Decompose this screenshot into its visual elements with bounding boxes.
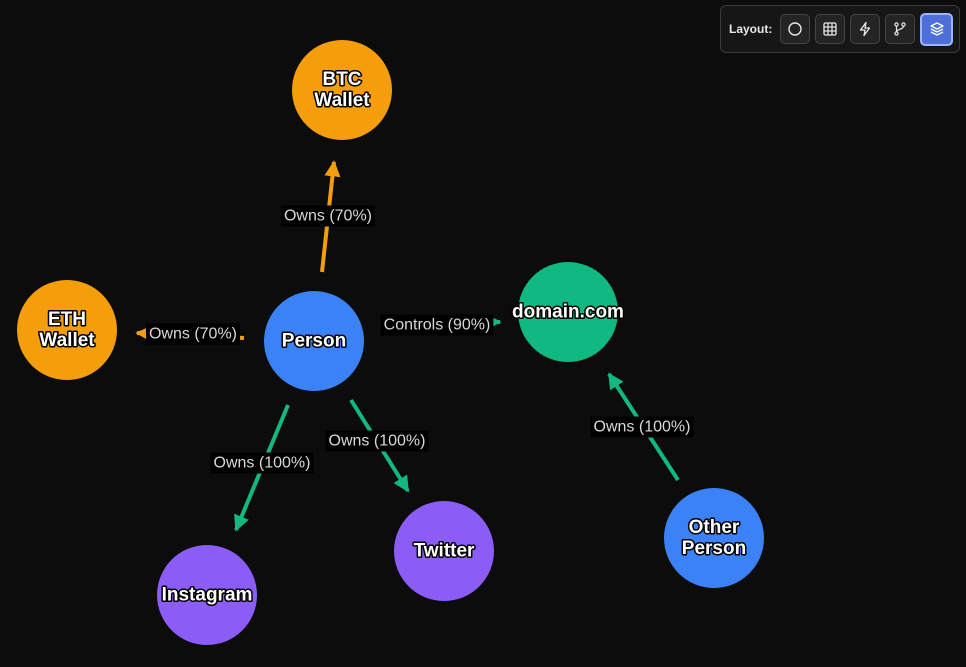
node-circle bbox=[394, 501, 494, 601]
node-label: ETH bbox=[48, 309, 86, 330]
edge-label-background bbox=[210, 452, 314, 474]
node-circle bbox=[518, 262, 618, 362]
layers-layout-icon bbox=[929, 22, 944, 36]
node-circle bbox=[17, 280, 117, 380]
edge-other-domain[interactable]: Owns (100%) bbox=[590, 372, 694, 482]
edge-label: Owns (100%) bbox=[594, 419, 691, 436]
node-circle bbox=[264, 291, 364, 391]
edge-label: Owns (100%) bbox=[214, 455, 311, 472]
edge-label-background bbox=[325, 430, 429, 452]
node-twitter[interactable]: Twitter bbox=[394, 501, 494, 601]
node-instagram[interactable]: Instagram bbox=[157, 545, 257, 645]
edge-label: Owns (70%) bbox=[284, 208, 372, 225]
circle-layout-button[interactable] bbox=[780, 14, 811, 44]
edges-layer: Owns (70%) Owns (70%) Controls (90%) Owns (… bbox=[135, 160, 694, 532]
node-circle bbox=[664, 488, 764, 588]
node-label: Wallet bbox=[39, 330, 95, 351]
layout-toolbar: Layout: bbox=[720, 5, 960, 53]
edge-label: Owns (100%) bbox=[329, 433, 426, 450]
layers-layout-button[interactable] bbox=[920, 12, 954, 46]
edge-person-instagram[interactable]: Owns (100%) bbox=[210, 404, 314, 532]
edge-person-domain[interactable]: Controls (90%) bbox=[380, 314, 502, 336]
node-label: Twitter bbox=[414, 541, 475, 562]
node-person[interactable]: Person bbox=[264, 291, 364, 391]
node-label: Other bbox=[689, 517, 740, 538]
grid-layout-icon bbox=[823, 22, 837, 36]
tree-layout-button[interactable] bbox=[885, 14, 916, 44]
node-label: Wallet bbox=[314, 90, 370, 111]
edge-person-eth[interactable]: Owns (70%) bbox=[135, 323, 245, 345]
force-layout-icon bbox=[860, 21, 871, 37]
edge-person-twitter[interactable]: Owns (100%) bbox=[325, 398, 429, 493]
node-domain[interactable]: domain.com bbox=[511, 262, 625, 362]
edge-label-background bbox=[145, 323, 241, 345]
force-layout-button[interactable] bbox=[850, 14, 881, 44]
edge-person-btc[interactable]: Owns (70%) bbox=[280, 160, 376, 273]
node-circle bbox=[157, 545, 257, 645]
edge-label-background bbox=[280, 205, 376, 227]
node-label: Person bbox=[682, 538, 746, 559]
layout-label: Layout: bbox=[729, 22, 773, 36]
edge-label: Owns (70%) bbox=[149, 326, 237, 343]
node-label: Person bbox=[282, 331, 346, 352]
node-label: domain.com bbox=[512, 302, 624, 323]
edge-label: Controls (90%) bbox=[384, 317, 491, 334]
node-label: BTC bbox=[322, 69, 361, 90]
grid-layout-button[interactable] bbox=[815, 14, 846, 44]
node-label: Instagram bbox=[162, 585, 253, 606]
edge-label-background bbox=[380, 314, 494, 336]
tree-layout-icon bbox=[894, 22, 906, 36]
edge-label-background bbox=[590, 416, 694, 438]
node-circle bbox=[292, 40, 392, 140]
circle-layout-icon bbox=[788, 22, 803, 36]
